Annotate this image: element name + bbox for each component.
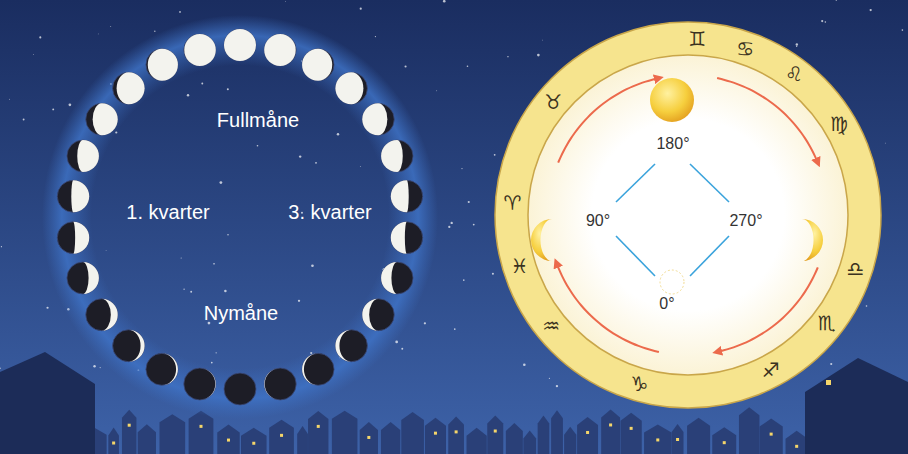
zodiac-disc <box>495 22 881 408</box>
orbit-arrow <box>717 78 818 162</box>
zodiac-sign: ♏ <box>818 313 836 333</box>
zodiac-sign: ♓ <box>511 256 529 276</box>
new-moon <box>660 270 684 294</box>
angle-line <box>616 164 655 202</box>
phase-label: Nymåne <box>204 303 278 323</box>
angle-line <box>690 164 729 202</box>
zodiac-sign: ♌ <box>785 64 803 84</box>
zodiac-sign: ♍ <box>830 114 848 134</box>
zodiac-sign: ♎ <box>846 259 864 279</box>
angle-line <box>616 236 655 276</box>
zodiac-sign: ♒ <box>542 316 560 336</box>
orbit-arrow <box>556 263 658 352</box>
full-moon-sun <box>650 78 694 122</box>
ring-glow <box>42 15 438 419</box>
zodiac-sign: ♐ <box>762 360 780 380</box>
orbit-arrow <box>558 78 659 162</box>
zodiac-sign: ♊ <box>688 29 706 49</box>
angle-label: 180° <box>656 136 689 152</box>
angle-line <box>690 236 729 276</box>
zodiac-sign: ♑ <box>631 374 649 394</box>
crescent-moon <box>802 219 823 261</box>
phase-label: 3. kvarter <box>288 202 371 222</box>
angle-label: 0° <box>659 296 674 312</box>
orbit-arrow <box>717 267 818 351</box>
zodiac-sign: ♋ <box>736 39 754 59</box>
angle-label: 270° <box>729 213 762 229</box>
phase-label: 1. kvarter <box>126 202 209 222</box>
zodiac-sign: ♉ <box>544 92 562 112</box>
angle-label: 90° <box>586 213 610 229</box>
phase-label: Fullmåne <box>217 110 299 130</box>
crescent-moon <box>531 219 552 261</box>
moon-phases <box>57 29 423 405</box>
zodiac-sign: ♈ <box>503 193 521 213</box>
